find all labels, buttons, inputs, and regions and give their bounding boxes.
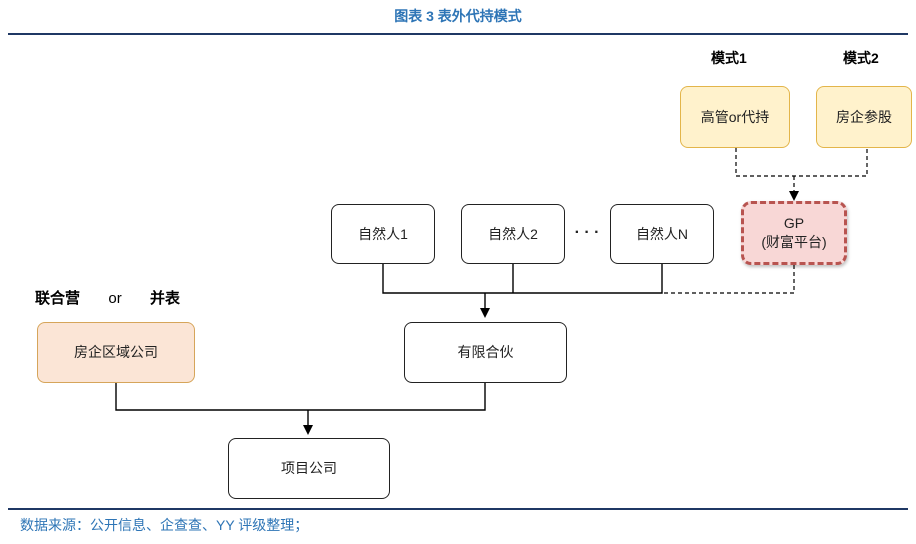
person-1-box: 自然人1 — [331, 204, 435, 264]
project-company-box: 项目公司 — [228, 438, 390, 499]
person-2-box: 自然人2 — [461, 204, 565, 264]
person-n-box: 自然人N — [610, 204, 714, 264]
source-note: 数据来源：公开信息、企查查、YY 评级整理； — [20, 517, 309, 533]
bottom-rule — [8, 508, 908, 510]
top-rule — [8, 33, 908, 35]
legend-or: or — [108, 290, 122, 307]
limited-partnership-box: 有限合伙 — [404, 322, 567, 383]
mode1-label: 模式1 — [711, 50, 747, 66]
gp-sublabel: (财富平台) — [761, 234, 827, 250]
regional-company-box: 房企区域公司 — [37, 322, 195, 383]
legend-joint-venture: 联合营 — [35, 290, 81, 307]
gp-label: GP — [783, 215, 805, 232]
developer-stake-box: 房企参股 — [816, 86, 912, 148]
legend-line: 联合营 or 并表 — [35, 287, 180, 308]
ellipsis-dots: · · · — [574, 224, 600, 241]
gp-wealth-platform-box: GP (财富平台) — [741, 201, 847, 265]
figure-title: 图表 3 表外代持模式 — [394, 8, 522, 24]
legend-consolidated: 并表 — [150, 290, 181, 307]
mode2-label: 模式2 — [843, 50, 879, 66]
executive-holding-box: 高管or代持 — [680, 86, 790, 148]
